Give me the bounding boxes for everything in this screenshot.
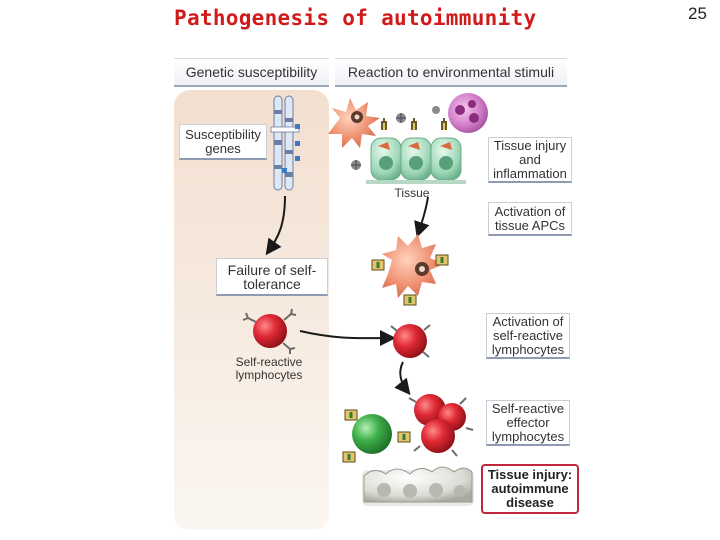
header-genetic-susceptibility: Genetic susceptibility [174,58,329,87]
label-susceptibility-genes: Susceptibility genes [179,124,267,160]
effector-cell-green [352,414,392,454]
label-tissue: Tissue [394,186,430,200]
activated-apc [382,234,444,298]
label-failure-of-self-tolerance: Failure of self-tolerance [216,258,328,296]
mhc-complexes-effector [342,409,411,463]
tissue-cells-top [366,137,466,184]
damaged-tissue [362,466,474,506]
label-self-reactive-lymphocytes: Self-reactive lymphocytes [235,355,303,382]
dendritic-cell-top [328,98,380,148]
mhc-complexes-apc [371,254,449,306]
arrow-genes-to-failure [265,195,286,256]
page-number: 25 [688,4,707,23]
activated-lymphocyte [390,324,431,358]
genetic-panel-background [174,90,329,530]
susceptibility-gene-markers [282,124,300,173]
label-activation-self-reactive-lymphocytes: Activation of self-reactive lymphocytes [486,313,570,359]
mhc-receptors-top [381,118,447,130]
arrow-self-reactive-to-activation [299,330,396,347]
arrow-tissue-to-apc [414,196,430,238]
chromosome-pair [270,95,300,191]
self-reactive-lymphocyte [242,308,297,354]
virus-particles [351,106,440,170]
label-activation-tissue-apcs: Activation of tissue APCs [488,202,572,236]
arrow-activation-to-effector [394,361,411,396]
label-self-reactive-effector-lymphocytes: Self-reactive effector lymphocytes [486,400,570,446]
header-environmental-stimuli: Reaction to environmental stimuli [335,58,567,87]
label-tissue-injury-inflammation: Tissue injury and inflammation [488,137,572,183]
label-tissue-injury-autoimmune-disease: Tissue injury: autoimmune disease [481,464,579,514]
slide-title: Pathogenesis of autoimmunity [174,6,537,30]
granulocyte [448,93,488,133]
effector-lymphocytes-red [408,394,474,457]
